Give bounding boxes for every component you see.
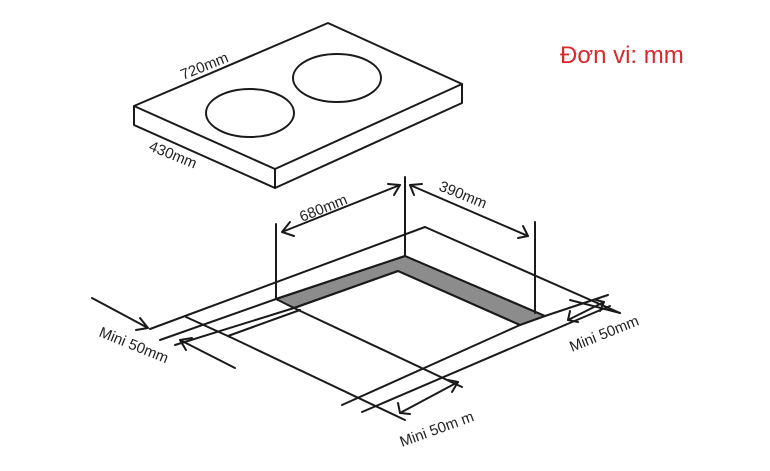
- dimension-arrows: [91, 183, 605, 415]
- countertop-illustration: [149, 176, 621, 421]
- cutout-width-label: 680mm: [297, 191, 350, 226]
- burner-left: [205, 88, 295, 138]
- left-clearance-label: Mini 50mm: [97, 324, 171, 367]
- hob-illustration: [133, 22, 463, 189]
- unit-note: Đơn vi: mm: [560, 42, 684, 69]
- burner-right: [292, 53, 382, 103]
